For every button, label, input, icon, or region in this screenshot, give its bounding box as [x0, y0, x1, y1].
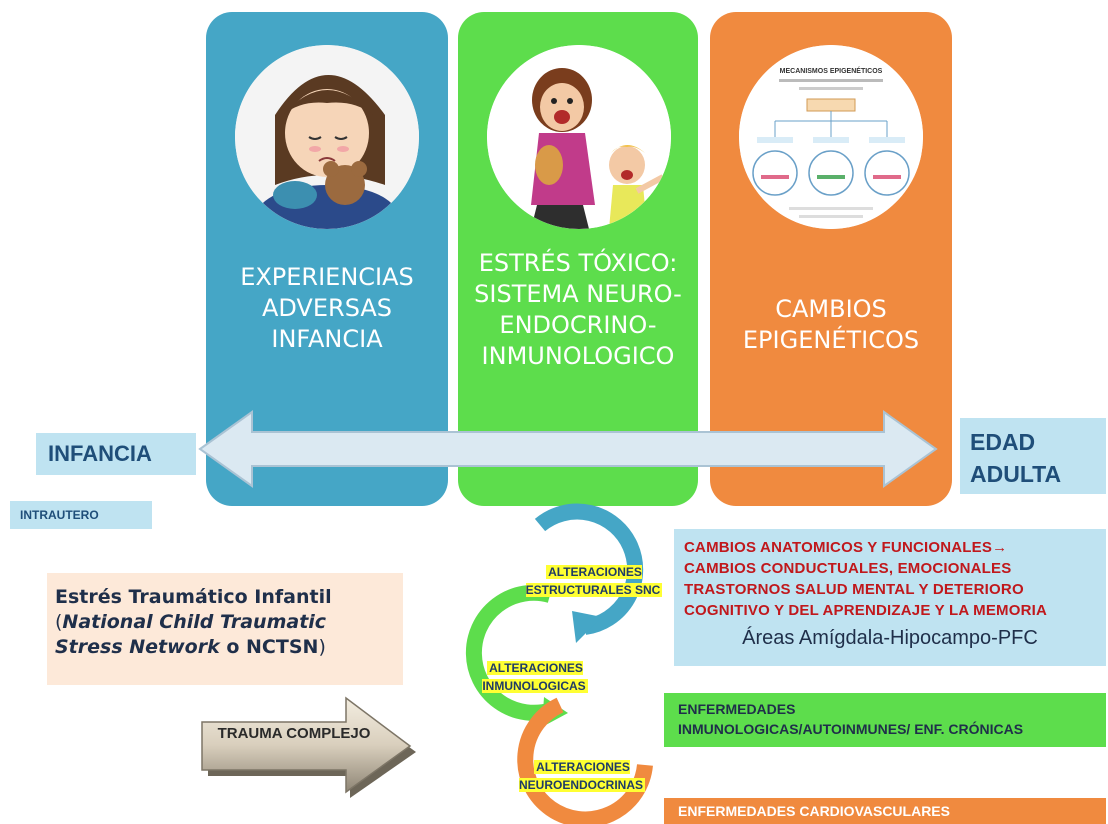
svg-text:MECANISMOS EPIGENÉTICOS: MECANISMOS EPIGENÉTICOS [780, 66, 883, 75]
snc-outcome-box: CAMBIOS ANATOMICOS Y FUNCIONALES→ CAMBIO… [674, 529, 1106, 666]
edad-adulta-label: EDAD ADULTA [960, 418, 1106, 494]
cycle-diagram [465, 503, 653, 824]
nctsn-box: Estrés Traumático Infantil (National Chi… [47, 573, 403, 685]
nctsn-title: Estrés Traumático Infantil [55, 586, 332, 608]
cardio-outcome-box: ENFERMEDADES CARDIOVASCULARES [664, 798, 1106, 824]
areas-text: Áreas Amígdala-Hipocampo-PFC [742, 627, 1038, 649]
alt-neuroendocrinas: ALTERACIONES NEUROENDOCRINAS [512, 740, 652, 794]
intrautero-label: INTRAUTERO [10, 501, 152, 529]
alt-inmunologicas: ALTERACIONES INMUNOLOGICAS [470, 641, 600, 695]
alt-estructurales-label: ALTERACIONES ESTRUCTURALES SNC [525, 565, 663, 597]
sad-child-icon [235, 45, 419, 229]
snc-outcome-text: CAMBIOS ANATOMICOS Y FUNCIONALES→ CAMBIO… [684, 539, 1048, 619]
infancia-label: INFANCIA [36, 433, 196, 475]
alt-inmunologicas-label: ALTERACIONES INMUNOLOGICAS [482, 661, 588, 693]
panel-label-epigenetic: CAMBIOS EPIGENÉTICOS [742, 295, 920, 354]
nctsn-line2: (National Child Traumatic [55, 611, 327, 633]
panel-label-adverse: EXPERIENCIAS ADVERSAS INFANCIA [240, 263, 414, 353]
epigenetic-diagram-icon: MECANISMOS EPIGENÉTICOS [739, 45, 923, 229]
alt-neuroendocrinas-label: ALTERACIONES NEUROENDOCRINAS [518, 760, 645, 792]
timeline-arrow [198, 410, 938, 488]
inmuno-outcome-box: ENFERMEDADES INMUNOLOGICAS/AUTOINMUNES/ … [664, 693, 1106, 747]
trauma-arrow [201, 696, 416, 798]
panel-epigenetic: MECANISMOS EPIGENÉTICOS CAMBIOS EPIGENÉT… [710, 12, 952, 506]
alt-estructurales: ALTERACIONES ESTRUCTURALES SNC [524, 545, 664, 599]
panel-adverse-experiences: EXPERIENCIAS ADVERSAS INFANCIA [206, 12, 448, 506]
nctsn-line3: Stress Network o NCTSN) [55, 636, 326, 658]
panel-label-toxic-stress: ESTRÉS TÓXICO: SISTEMA NEURO- ENDOCRINO-… [474, 249, 682, 370]
yelling-parent-icon [487, 45, 671, 229]
trauma-arrow-label: TRAUMA COMPLEJO [217, 725, 371, 742]
panel-toxic-stress: ESTRÉS TÓXICO: SISTEMA NEURO- ENDOCRINO-… [458, 12, 698, 506]
